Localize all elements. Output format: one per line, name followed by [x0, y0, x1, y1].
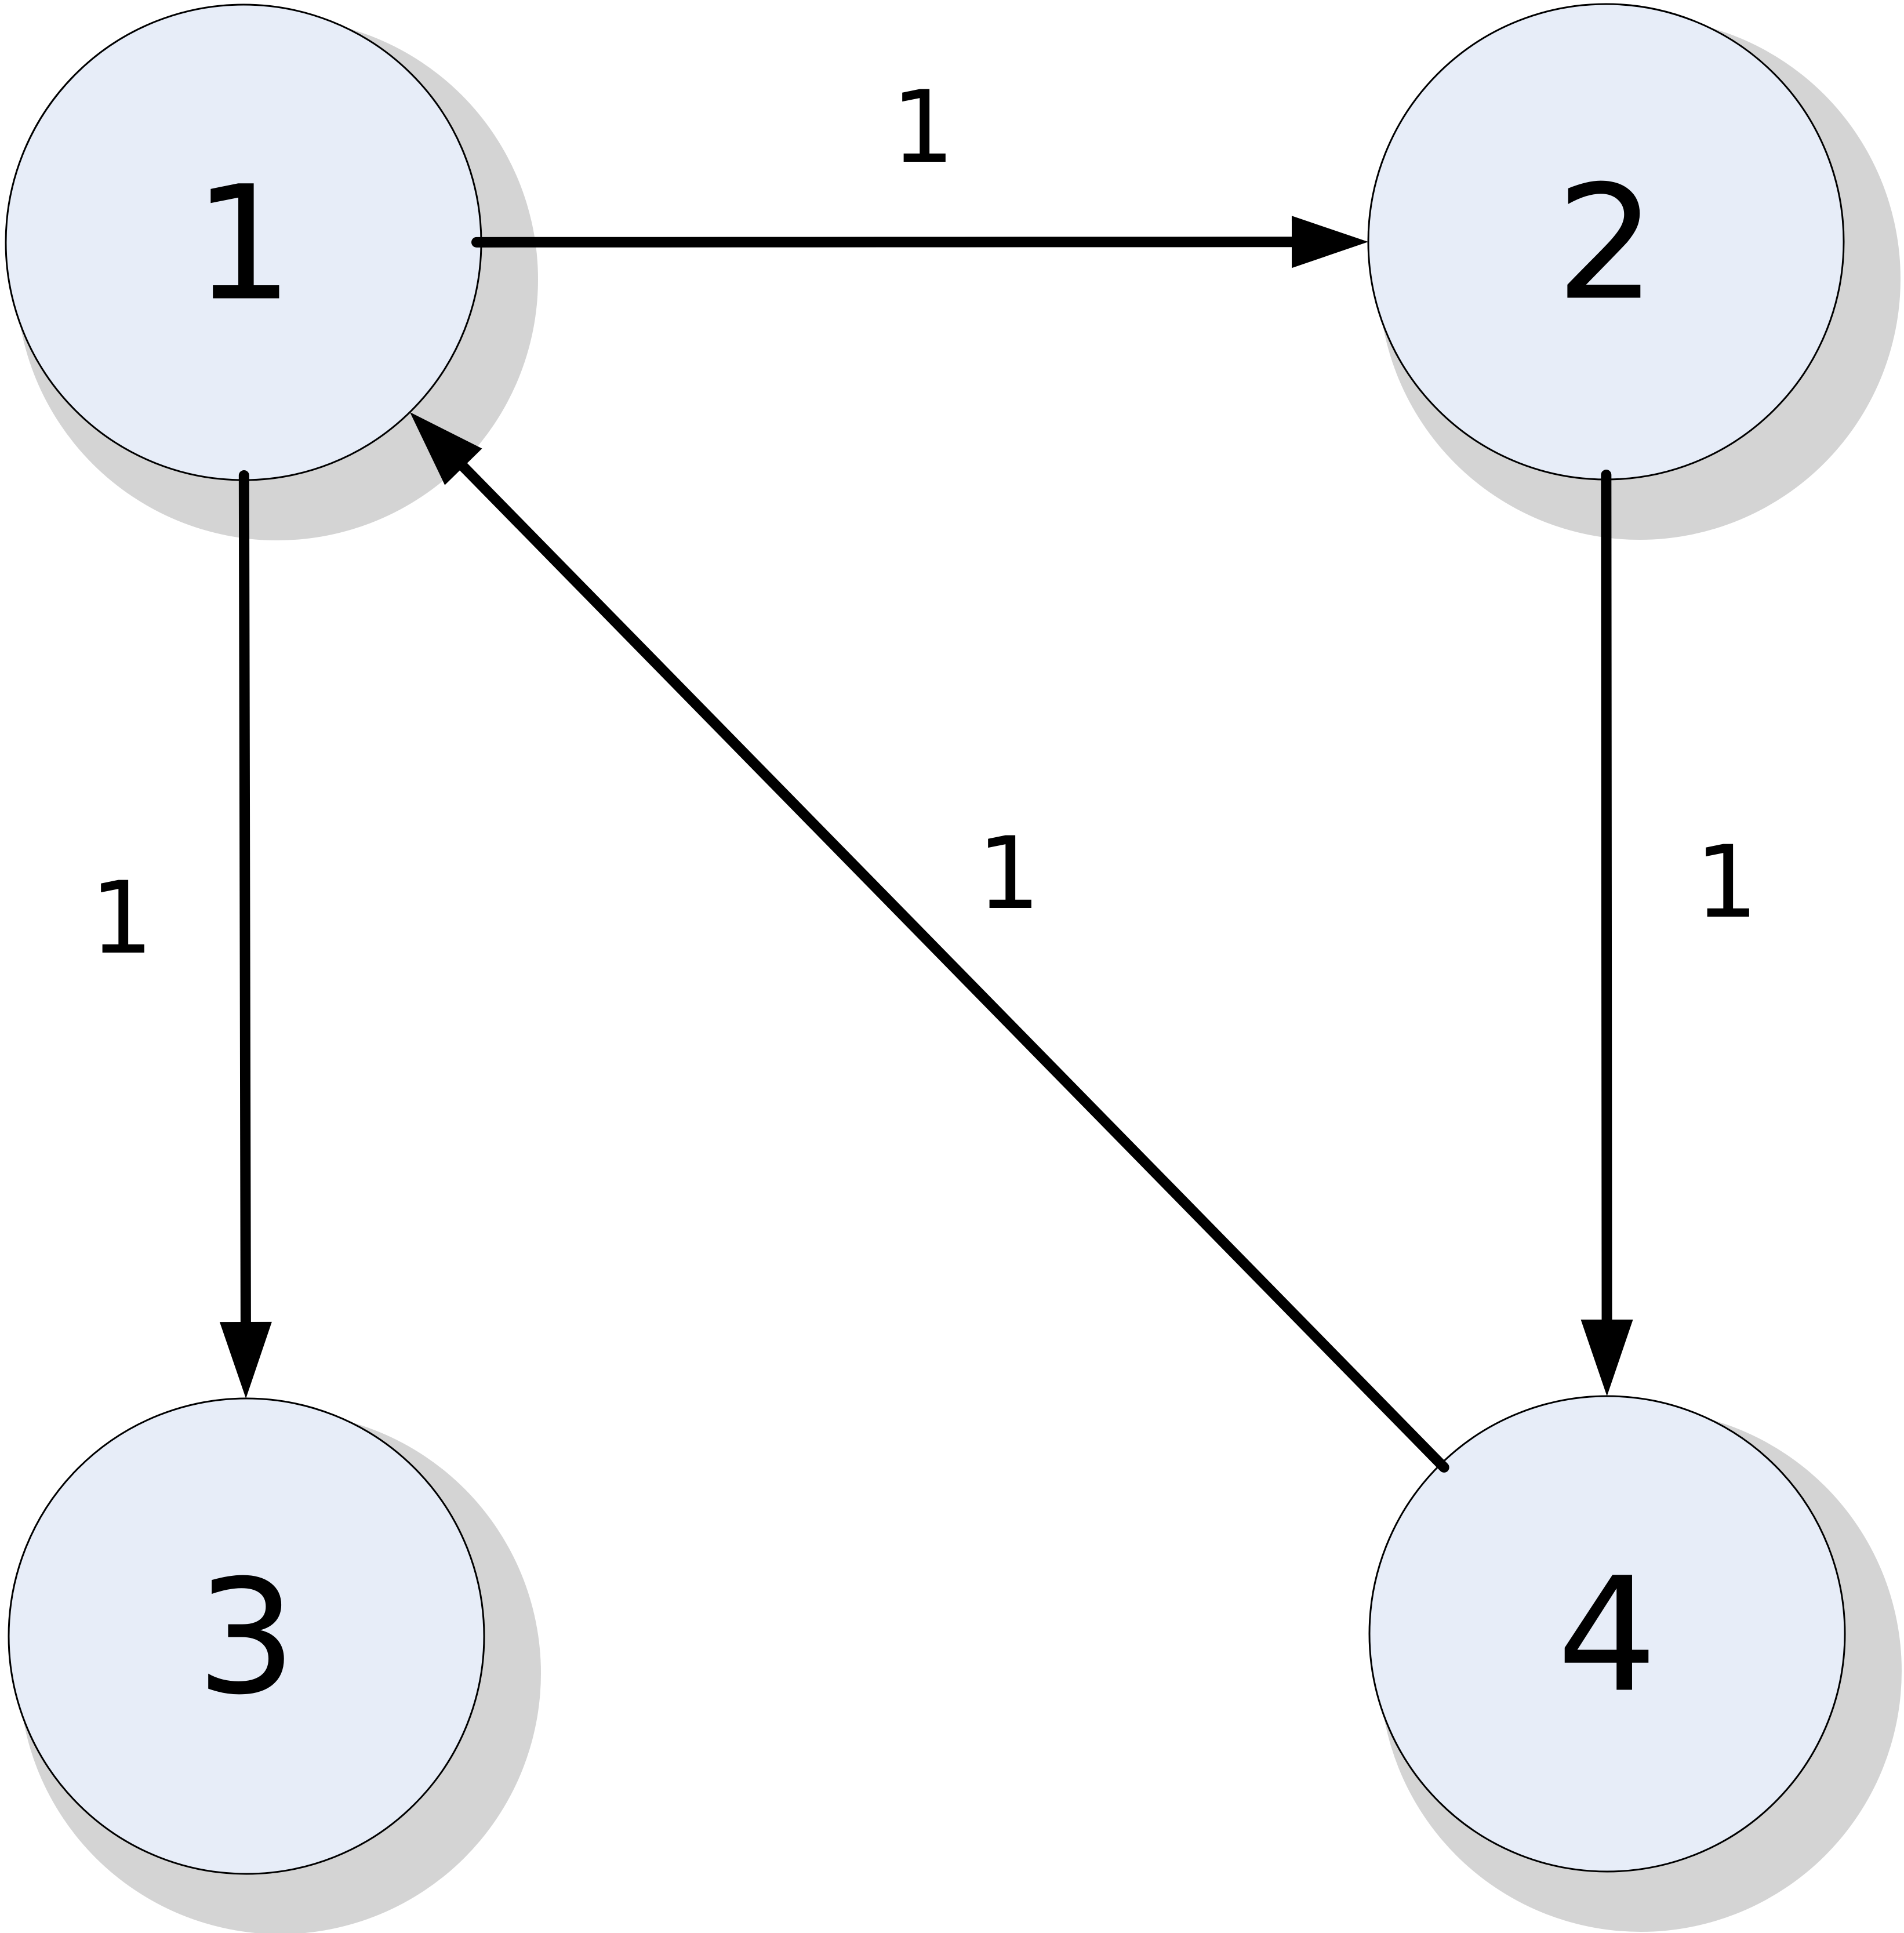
node-label-1: 1: [193, 153, 293, 336]
edge-weight-label-4-1: 1: [977, 815, 1040, 932]
node-label-3: 3: [196, 1547, 296, 1730]
edge-label-layer: 1 1 1 1: [90, 69, 1758, 976]
node-layer: 1 2 3 4: [5, 3, 1846, 1875]
edge-4-1: [454, 457, 1449, 1473]
edge-weight-label-1-3: 1: [90, 860, 153, 976]
node-label-4: 4: [1557, 1545, 1657, 1728]
node-circle-4: [1368, 1395, 1846, 1873]
arrowhead-icon-1-2: [1291, 216, 1368, 268]
node-circle-3: [8, 1397, 485, 1875]
edge-weight-label-2-4: 1: [1695, 824, 1758, 940]
edge-1-3: [238, 470, 251, 1334]
edge-layer: [219, 216, 1633, 1473]
arrowhead-icon-4-1: [409, 412, 482, 485]
edge-2-4: [1601, 469, 1612, 1331]
node-label-2: 2: [1556, 152, 1656, 336]
arrowhead-icon-1-3: [219, 1321, 272, 1399]
arrowhead-icon-2-4: [1580, 1319, 1633, 1397]
edge-weight-label-1-2: 1: [891, 69, 954, 186]
